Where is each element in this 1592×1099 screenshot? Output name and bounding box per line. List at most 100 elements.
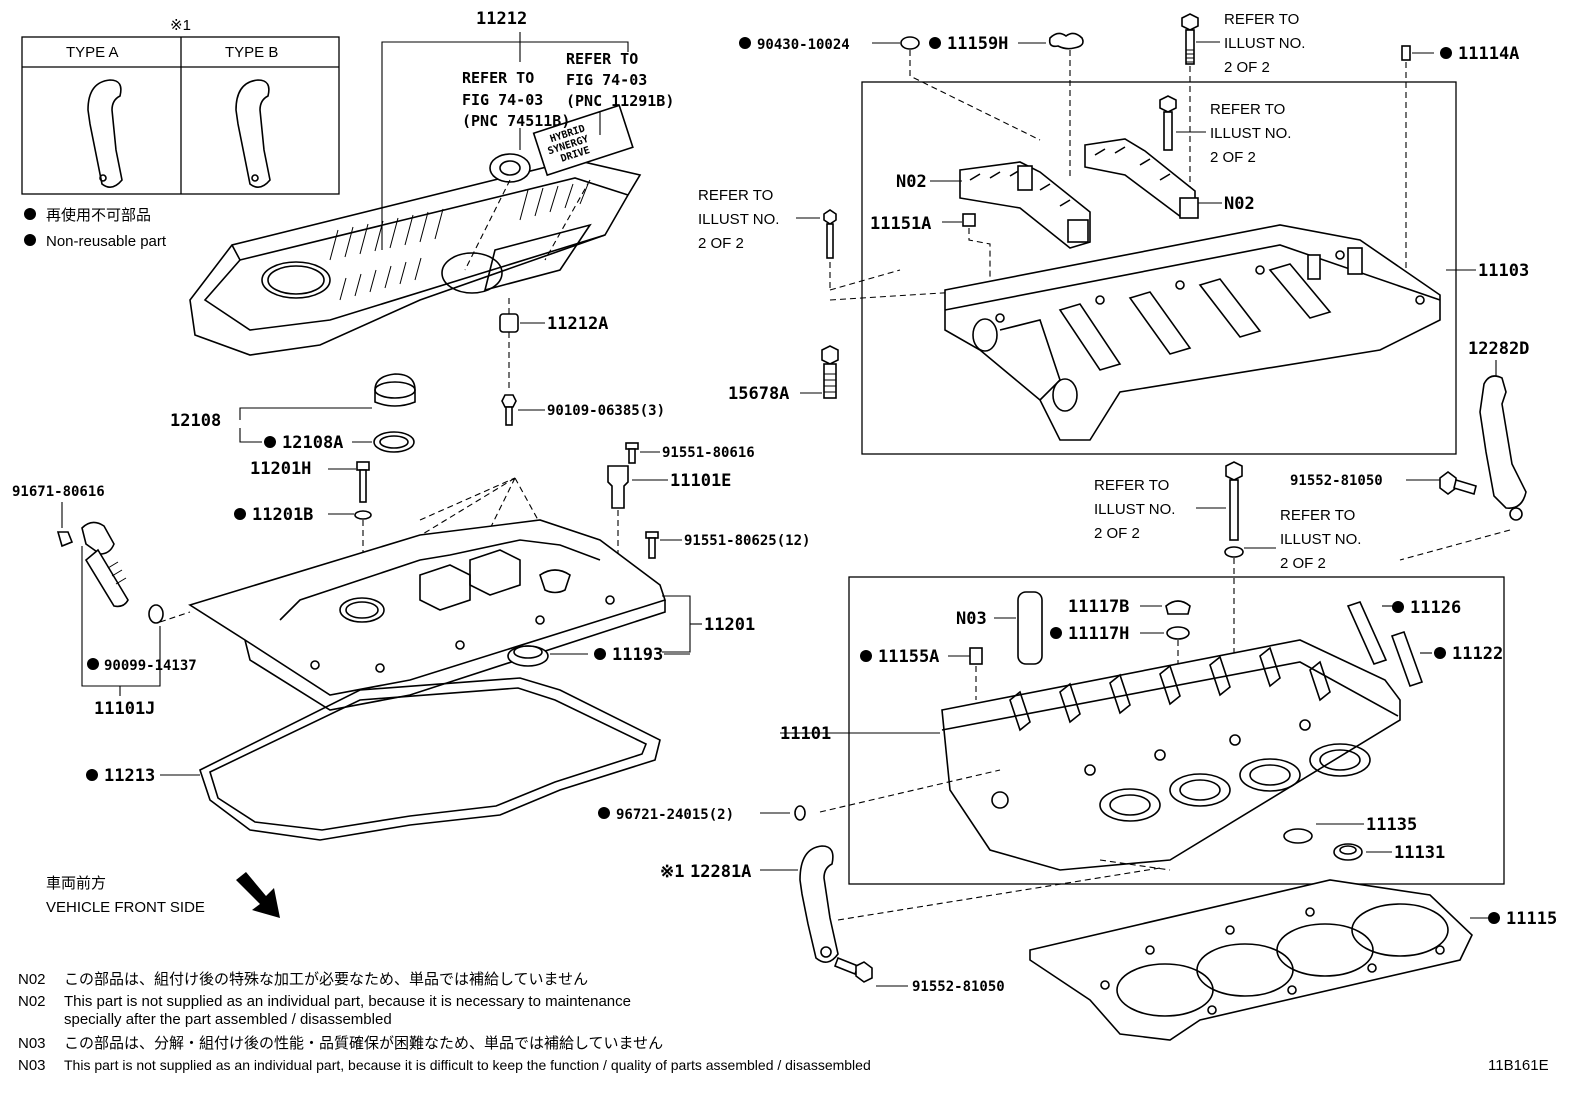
note-n02-jp: この部品は、組付け後の特殊な加工が必要なため、単品では補給していません [64, 971, 588, 988]
label-11201h: 11201H [250, 459, 311, 479]
dowel-11114a [1401, 45, 1411, 61]
gasket-90430 [900, 36, 920, 50]
label-11201: 11201 [704, 615, 755, 635]
oil-filler-cap: 12108 12108A [170, 373, 416, 453]
label-11155a: 11155A [878, 647, 939, 667]
engine-cover: HYBRID SYNERGY DRIVE [189, 104, 642, 356]
label-90430-10024: 90430-10024 [757, 37, 850, 53]
ref-illust-2-line3: 2 OF 2 [1210, 149, 1256, 166]
label-12108a: 12108A [282, 433, 343, 453]
ref-illust-5-line2: ILLUST NO. [1280, 531, 1361, 548]
nonreusable-legend: 再使用不可部品 Non-reusable part [24, 207, 167, 250]
bolt-housing-top [1181, 13, 1199, 200]
legend-note-mark: ※1 [170, 17, 191, 34]
ref-illust-4-line3: 2 OF 2 [1094, 525, 1140, 542]
label-n02-right: N02 [1224, 194, 1255, 214]
label-11193: 11193 [612, 645, 663, 665]
cover-gasket: 11213 [86, 677, 661, 841]
oil-control-valve [56, 521, 129, 608]
type-a-bracket-icon [87, 79, 123, 188]
label-90109: 90109-06385(3) [547, 403, 665, 419]
gasket-11159h [1048, 32, 1084, 50]
label-96721-24015: 96721-24015(2) [616, 807, 734, 823]
ref-illust-1-line2: ILLUST NO. [1224, 35, 1305, 52]
grommet-11212a: 11212A [499, 298, 608, 392]
label-11103: 11103 [1478, 261, 1529, 281]
cylinder-head-box [848, 576, 1505, 885]
label-90099-14137: 90099-14137 [104, 658, 197, 674]
o-ring-96721 [794, 805, 806, 821]
label-11114a: 11114A [1458, 44, 1519, 64]
plug-11117b [1165, 600, 1191, 615]
head-gasket [1029, 879, 1473, 1041]
note-n03-code-1: N03 [18, 1035, 46, 1052]
label-n02-left: N02 [896, 172, 927, 192]
label-n03: N03 [956, 609, 987, 629]
type-b-heading: TYPE B [225, 44, 278, 61]
direction-en: VEHICLE FRONT SIDE [46, 899, 205, 916]
engine-hanger-12282d [1479, 375, 1527, 521]
type-legend-table: ※1 TYPE A TYPE B [21, 17, 340, 195]
label-11126: 11126 [1410, 598, 1461, 618]
bolt-91551-80616: 91551-80616 [625, 442, 755, 464]
oil-cap-gasket [373, 431, 415, 453]
label-11151a: 11151A [870, 214, 931, 234]
hybrid-synergy-drive-plate: HYBRID SYNERGY DRIVE [532, 104, 634, 177]
nonreusable-en: Non-reusable part [46, 233, 167, 250]
tube-11126 [1346, 601, 1388, 665]
label-91552-81050-top: 91552-81050 [1290, 473, 1383, 489]
ref-fig-11291b-line3: (PNC 11291B) [566, 92, 674, 110]
cylinder-head-cover: 11201 [159, 519, 755, 711]
type-b-bracket-icon [235, 79, 271, 188]
label-91671-80616: 91671-80616 [12, 484, 105, 500]
label-11117b: 11117B [1068, 597, 1129, 617]
n03-sleeve [1017, 591, 1043, 665]
label-11201b: 11201B [252, 505, 313, 525]
front-direction-arrow-icon [236, 872, 280, 918]
label-11101j: 11101J [94, 699, 155, 719]
label-91551-80625: 91551-80625(12) [684, 533, 810, 549]
ref-illust-5-line3: 2 OF 2 [1280, 555, 1326, 572]
label-91551-80616: 91551-80616 [662, 445, 755, 461]
label-12108: 12108 [170, 411, 221, 431]
dowel-11151a [962, 213, 976, 227]
ref-illust-1-line3: 2 OF 2 [1224, 59, 1270, 76]
label-11212a: 11212A [547, 314, 608, 334]
note-n02-code-2: N02 [18, 993, 46, 1010]
label-11101e: 11101E [670, 471, 731, 491]
ref-fig-74511b-line1: REFER TO [462, 69, 534, 87]
ref-illust-1-line1: REFER TO [1224, 11, 1299, 28]
label-91552-81050-bottom: 91552-81050 [912, 979, 1005, 995]
bearing-caps-right [1084, 138, 1199, 219]
ref-illust-3-line1: REFER TO [698, 187, 773, 204]
ref-illust-2-line2: ILLUST NO. [1210, 125, 1291, 142]
cam-housing-box [861, 81, 1457, 455]
engine-hanger-12281a [799, 845, 839, 963]
footnotes: N02 この部品は、組付け後の特殊な加工が必要なため、単品では補給していません … [18, 971, 871, 1074]
note-n02-en-1: This part is not supplied as an individu… [64, 993, 631, 1010]
label-11131: 11131 [1394, 843, 1445, 863]
nonreusable-jp: 再使用不可部品 [46, 207, 151, 224]
ref-fig-11291b-line1: REFER TO [566, 50, 638, 68]
ref-fig-74511b-line3: (PNC 74511B) [462, 112, 570, 130]
camshaft-housing [944, 224, 1441, 441]
label-11159h: 11159H [947, 34, 1008, 54]
bolt-91552-bottom [833, 956, 873, 983]
bolt-housing-2 [1159, 95, 1177, 151]
illustration-code: 11B161E [1488, 1057, 1549, 1074]
bolt-91552-top [1439, 471, 1477, 496]
dowel-11155a [969, 647, 983, 665]
note-n03-code-2: N03 [18, 1057, 46, 1074]
note-n02-en-2: specially after the part assembled / dis… [64, 1011, 392, 1028]
note-n02-code-1: N02 [18, 971, 46, 988]
cylinder-head [941, 639, 1401, 871]
label-11135: 11135 [1366, 815, 1417, 835]
ref-illust-3-line2: ILLUST NO. [698, 211, 779, 228]
label-11213: 11213 [104, 766, 155, 786]
label-12282d: 12282D [1468, 339, 1529, 359]
label-11117h: 11117H [1068, 624, 1129, 644]
label-11212: 11212 [476, 9, 527, 29]
label-11122: 11122 [1452, 644, 1503, 664]
o-ring-90099 [148, 604, 164, 624]
